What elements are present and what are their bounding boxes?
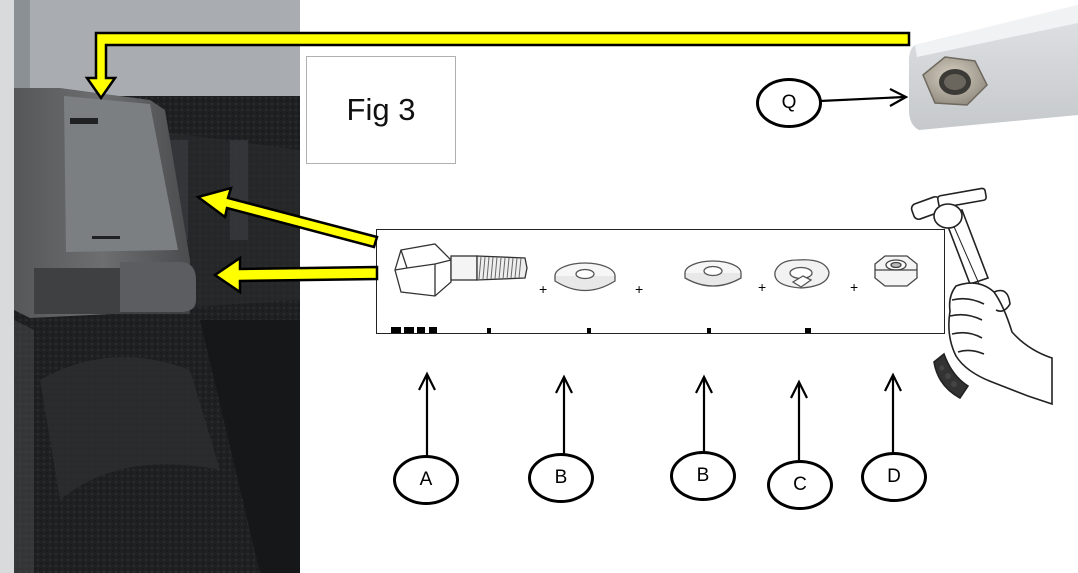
arrow-c [790, 379, 808, 460]
yellow-arrow-lower [212, 255, 379, 295]
yellow-callout-arrow-top [84, 31, 911, 101]
truck-bed-photo [0, 0, 300, 573]
callout-b: B [528, 453, 594, 503]
flat-washer-icon [554, 262, 616, 292]
plus-sign: + [539, 281, 547, 297]
plus-sign: + [758, 279, 766, 295]
arrow-q [819, 88, 909, 107]
callout-c: C [767, 460, 833, 510]
hardware-stack-panel: + + + + [376, 229, 945, 334]
arrow-b-second [695, 374, 713, 453]
callout-b-second: B [670, 451, 736, 501]
arrow-b [555, 374, 573, 455]
yellow-arrow-upper [195, 186, 379, 249]
figure-label: Fig 3 [346, 92, 416, 127]
clipped-text-fragments [391, 327, 811, 333]
callout-q: Q [756, 78, 822, 128]
callout-a: A [393, 455, 459, 505]
hex-nut-icon [874, 255, 918, 287]
callout-d: D [861, 452, 927, 502]
hex-bolt-icon [394, 243, 528, 297]
arrow-d [884, 372, 902, 453]
hex-nut-bracket-photo [905, 5, 1078, 130]
figure-label-box: Fig 3 [306, 56, 456, 164]
lock-washer-icon [774, 259, 830, 289]
arrow-a [418, 371, 436, 456]
hand-wrench-illustration [910, 187, 1053, 406]
hardware-stack-drawing: + + + + [391, 243, 918, 333]
plus-sign: + [635, 281, 643, 297]
plus-sign: + [850, 279, 858, 295]
flat-washer-icon [684, 260, 742, 287]
